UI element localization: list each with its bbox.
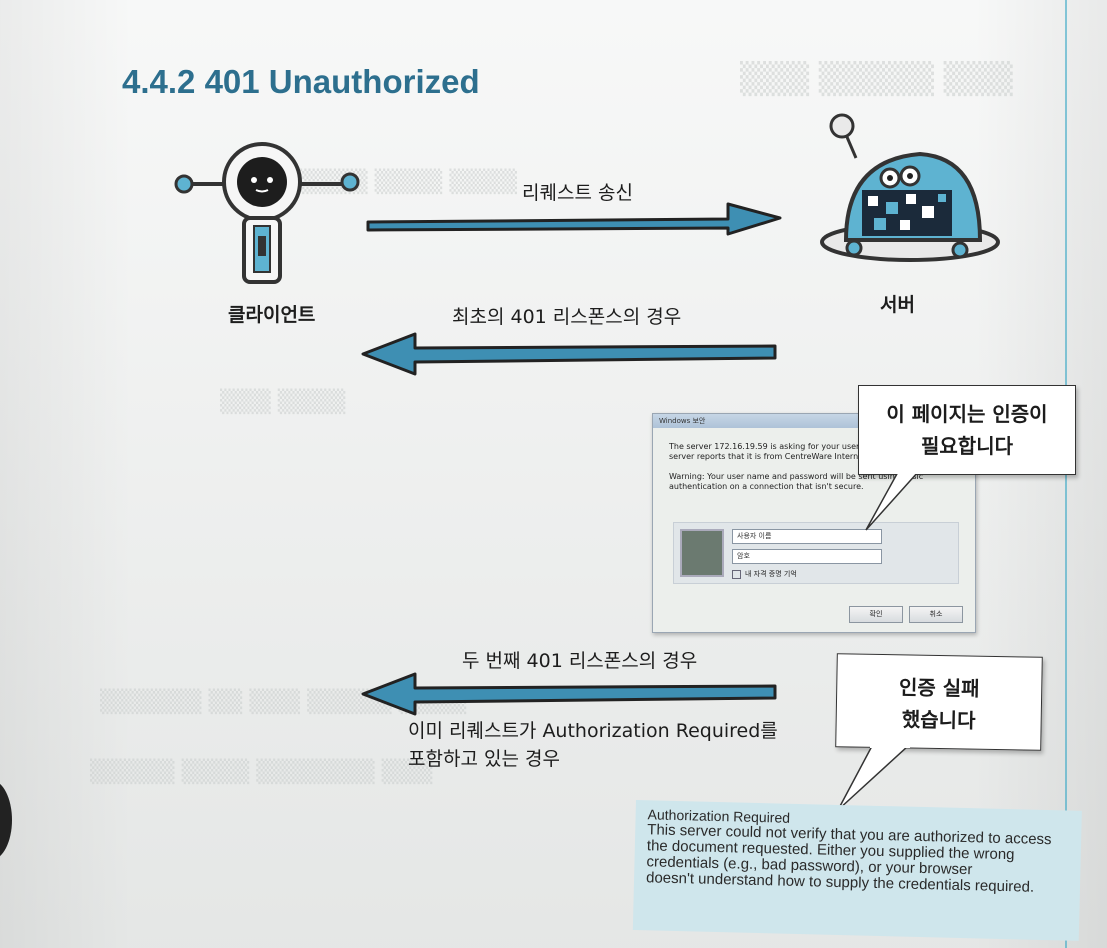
- bleed-through-text: ▒▒▒ ▒▒▒▒▒ ▒▒▒: [740, 62, 1013, 97]
- auth-failed-callout: 인증 실패 했습니다: [835, 653, 1043, 751]
- client-label: 클라이언트: [228, 304, 316, 326]
- credential-panel: 사용자 이름 암호 내 자격 증명 기억: [673, 522, 959, 584]
- callout-line: 했습니다: [901, 707, 976, 733]
- request-arrow-label: 리퀘스트 송신: [522, 182, 633, 204]
- password-input[interactable]: 암호: [732, 549, 882, 564]
- server-robot-icon: [820, 113, 1000, 262]
- dialog-warning-line: Warning: Your user name and password wil…: [669, 472, 924, 481]
- second-401-label: 두 번째 401 리스폰스의 경우: [462, 650, 698, 672]
- bleed-through-text: ▒▒▒ ▒▒▒▒: [220, 390, 346, 415]
- client-robot-icon: [174, 142, 360, 284]
- request-arrow: [366, 202, 782, 236]
- remember-credentials-checkbox[interactable]: 내 자격 증명 기억: [732, 569, 797, 579]
- first-401-arrow: [361, 332, 777, 376]
- authorization-required-page: Authorization Required This server could…: [632, 800, 1082, 941]
- callout-line: 이 페이지는 인증이: [886, 402, 1048, 426]
- callout-line: 필요합니다: [921, 434, 1013, 458]
- second-401-note-line: 포함하고 있는 경우: [408, 748, 560, 770]
- first-401-label: 최초의 401 리스폰스의 경우: [452, 306, 682, 328]
- auth-needed-callout: 이 페이지는 인증이 필요합니다: [858, 385, 1076, 475]
- callout-tail: [837, 746, 910, 811]
- section-title: 4.4.2 401 Unauthorized: [122, 63, 480, 100]
- cancel-button[interactable]: 취소: [909, 606, 963, 623]
- second-401-note-line: 이미 리퀘스트가 Authorization Required를: [408, 720, 778, 742]
- credential-avatar-icon: [680, 529, 724, 577]
- username-input[interactable]: 사용자 이름: [732, 529, 882, 544]
- remember-credentials-label: 내 자격 증명 기억: [745, 570, 797, 578]
- ok-button[interactable]: 확인: [849, 606, 903, 623]
- second-401-arrow: [361, 672, 777, 716]
- dialog-message-line: The server 172.16.19.59 is asking for yo…: [669, 442, 867, 451]
- dialog-message-line: server reports that it is from CentreWar…: [669, 452, 867, 461]
- dialog-warning-line: authentication on a connection that isn'…: [669, 482, 864, 491]
- callout-tail: [865, 472, 920, 531]
- bleed-through-text: ▒▒▒▒▒ ▒▒▒▒ ▒▒▒▒▒▒▒ ▒▒▒: [90, 760, 433, 785]
- callout-line: 인증 실패: [898, 675, 980, 701]
- server-label: 서버: [880, 294, 915, 316]
- page-shadow: [0, 780, 12, 860]
